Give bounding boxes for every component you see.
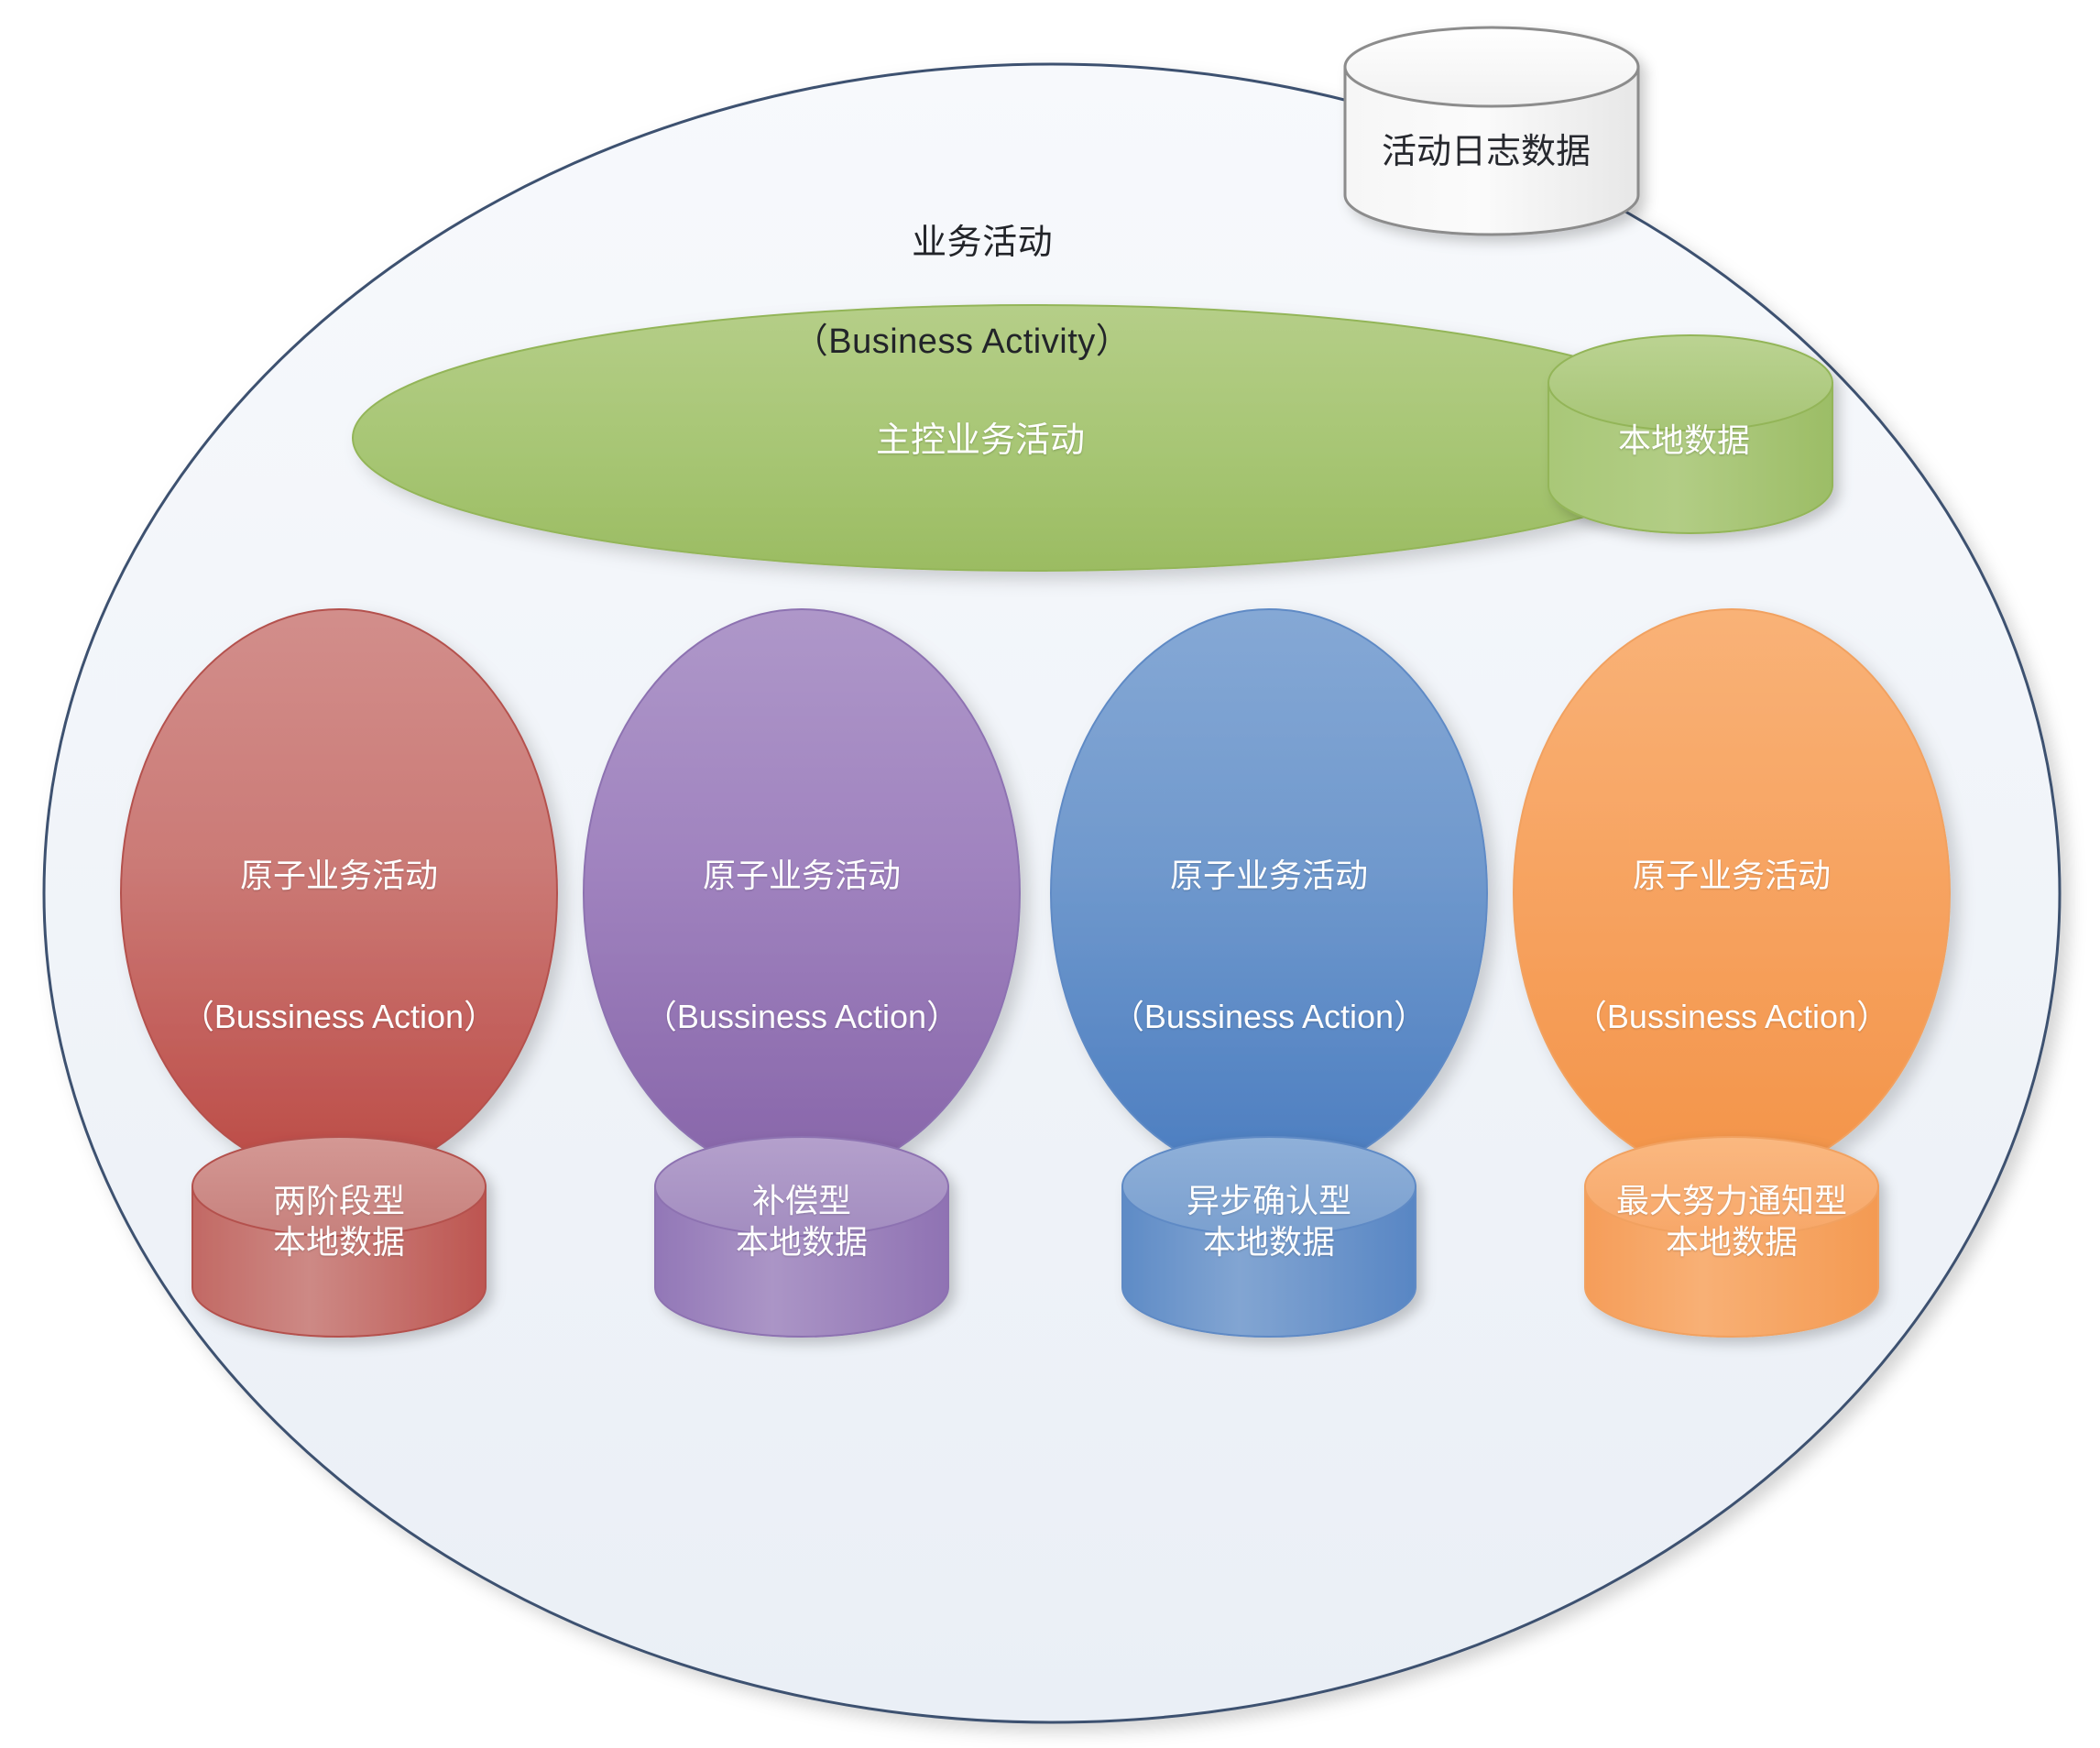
atom-activity-oval-2	[1050, 608, 1488, 1178]
master-local-data-cylinder	[1548, 334, 1833, 534]
atom-local-data-cylinder-0	[191, 1136, 487, 1338]
atom-local-data-cylinder-1	[654, 1136, 949, 1338]
atom-activity-oval-1	[583, 608, 1021, 1178]
master-activity-ellipse	[352, 304, 1719, 572]
atom-activity-oval-0	[120, 608, 558, 1178]
activity-log-cylinder	[1343, 26, 1640, 236]
atom-local-data-cylinder-2	[1121, 1136, 1416, 1338]
atom-local-data-cylinder-3	[1584, 1136, 1879, 1338]
atom-activity-oval-3	[1513, 608, 1951, 1178]
